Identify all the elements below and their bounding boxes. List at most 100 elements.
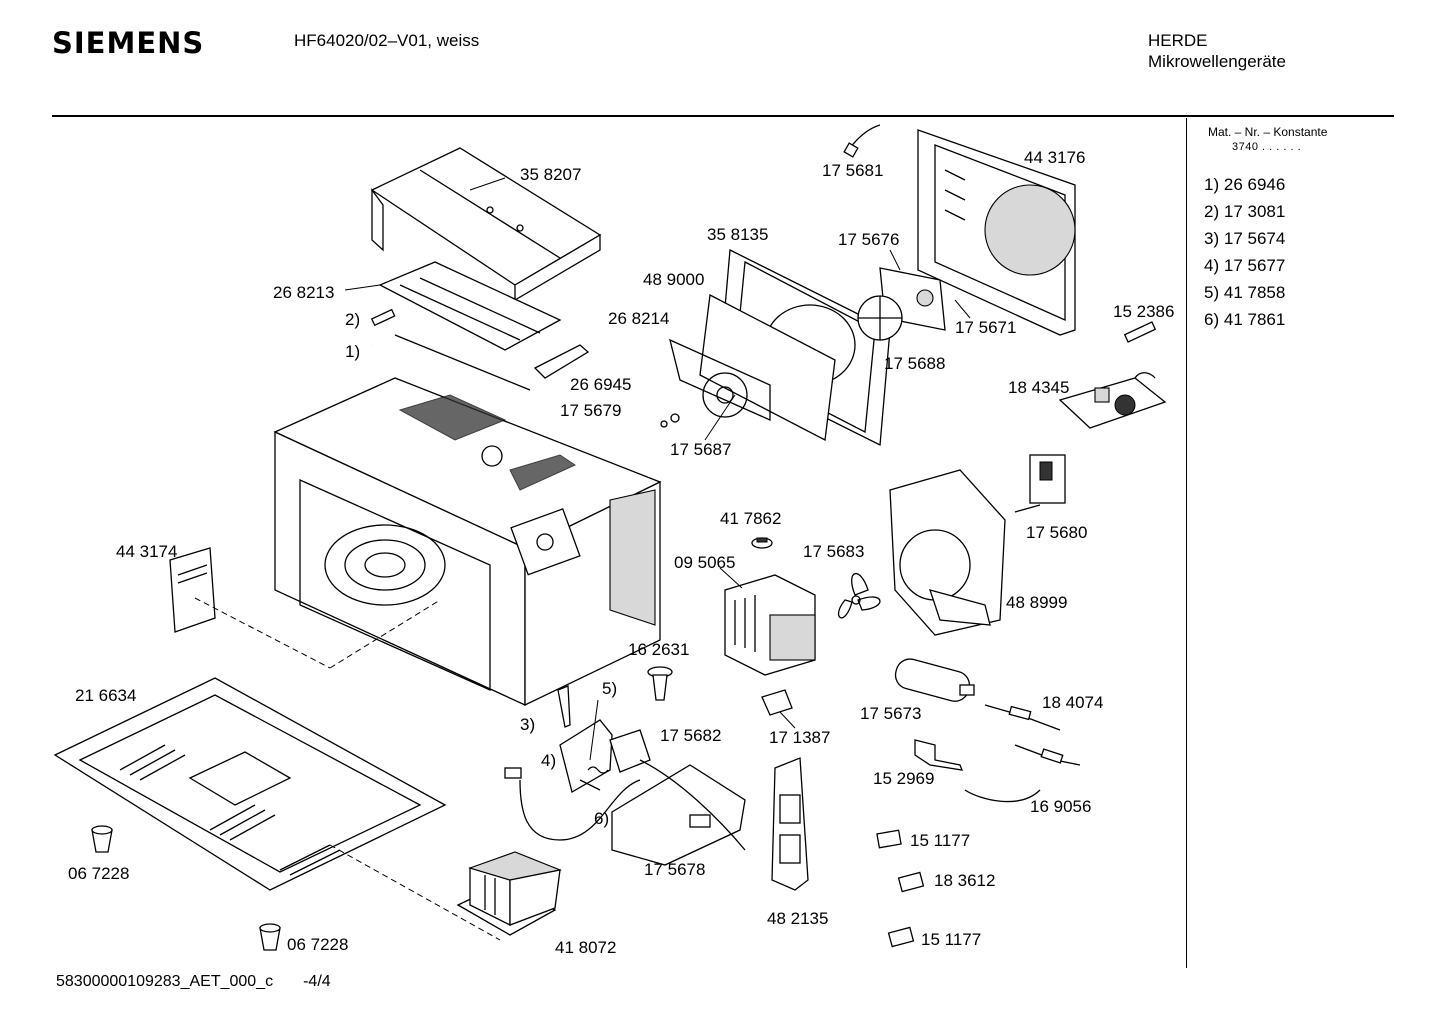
- label-17-5678: 17 5678: [644, 860, 705, 879]
- label-17-5687: 17 5687: [670, 440, 731, 459]
- oven-cavity-part: [273, 377, 662, 707]
- label-06-7228-a: 06 7228: [68, 864, 129, 883]
- list-item: 6) 41 7861: [1204, 306, 1394, 333]
- label-15-2969: 15 2969: [873, 769, 934, 788]
- ref-value: 41 7858: [1223, 283, 1286, 302]
- switch-assembly-part: [1014, 454, 1066, 513]
- label-ref-3: 3): [520, 715, 535, 734]
- small-switch-part: [876, 829, 925, 948]
- label-17-5681: 17 5681: [822, 161, 883, 180]
- label-09-5065: 09 5065: [674, 553, 735, 572]
- convection-heater-part: [660, 338, 771, 441]
- label-21-6634: 21 6634: [75, 686, 136, 705]
- footer: 58300000109283_AET_000_c -4/4: [56, 973, 361, 991]
- label-17-1387: 17 1387: [769, 728, 830, 747]
- ref-value: 17 5677: [1223, 256, 1286, 275]
- label-48-2135: 48 2135: [767, 909, 828, 928]
- timer-module-part: [857, 249, 971, 341]
- label-35-8135: 35 8135: [707, 225, 768, 244]
- label-16-2631: 16 2631: [628, 640, 689, 659]
- label-17-5676: 17 5676: [838, 230, 899, 249]
- list-item: 3) 17 5674: [1204, 225, 1394, 252]
- rear-panel-part: [917, 129, 1076, 336]
- sidebar-title: Mat. – Nr. – Konstante: [1208, 125, 1328, 139]
- label-15-1177-b: 15 1177: [921, 930, 981, 949]
- fan-blade-part: [837, 572, 881, 619]
- capacitor-part: [894, 658, 975, 702]
- label-48-8999: 48 8999: [1006, 593, 1067, 612]
- connector-part: [843, 124, 881, 158]
- ref-key: 3): [1204, 229, 1220, 248]
- heating-rod-part: [371, 334, 531, 402]
- label-18-4345: 18 4345: [1008, 378, 1069, 397]
- label-44-3174: 44 3174: [116, 542, 177, 561]
- mounting-bracket-part: [771, 757, 809, 891]
- door-lock-assembly-part: [559, 699, 651, 793]
- label-ref-2: 2): [345, 310, 360, 329]
- fan-housing-part: [889, 469, 1006, 636]
- material-constants-panel: Mat. – Nr. – Konstante 3740 . . . . . . …: [1204, 125, 1394, 333]
- ref-value: 17 5674: [1223, 229, 1286, 248]
- thermal-cutout-part: [751, 537, 773, 549]
- document-id: 58300000109283_AET_000_c: [56, 973, 274, 990]
- exploded-parts-diagram: 35 8207 26 8213 2) 1) 26 6945 17 5679 17…: [53, 124, 1174, 957]
- capacitor-bracket-part: [914, 739, 964, 771]
- magnetron-part: [719, 567, 816, 676]
- label-17-5673: 17 5673: [860, 704, 921, 723]
- cable-harness-part: [504, 759, 746, 866]
- label-ref-5: 5): [602, 679, 617, 698]
- frame-part: [699, 293, 836, 442]
- list-item: 1) 26 6946: [1204, 171, 1394, 198]
- fuse-lead-part: [964, 744, 1081, 803]
- lever-part: [557, 685, 571, 728]
- label-18-3612: 18 3612: [934, 871, 995, 890]
- label-48-9000: 48 9000: [643, 270, 704, 289]
- foot-part: [91, 825, 281, 951]
- header-divider: [52, 115, 1394, 117]
- lamp-part: [647, 666, 673, 701]
- label-26-8213: 26 8213: [273, 283, 334, 302]
- top-cover-part: [370, 147, 602, 302]
- label-26-8214: 26 8214: [608, 309, 669, 328]
- label-15-2386: 15 2386: [1113, 302, 1174, 321]
- ref-key: 1): [1204, 175, 1220, 194]
- label-41-8072: 41 8072: [555, 938, 616, 957]
- label-ref-1: 1): [345, 342, 360, 361]
- page-number: -4/4: [303, 973, 331, 990]
- fuse-part: [1123, 321, 1157, 343]
- sidebar-constant: 3740 . . . . . .: [1232, 141, 1302, 153]
- ref-key: 6): [1204, 310, 1220, 329]
- ref-key: 2): [1204, 202, 1220, 221]
- label-41-7862: 41 7862: [720, 509, 781, 528]
- micro-switch-part: [761, 689, 796, 729]
- list-item: 5) 41 7858: [1204, 279, 1394, 306]
- label-17-5671: 17 5671: [955, 318, 1016, 337]
- label-17-5688: 17 5688: [884, 354, 945, 373]
- model-number: HF64020/02–V01, weiss: [294, 31, 480, 50]
- label-15-1177-a: 15 1177: [910, 831, 970, 850]
- ref-value: 17 3081: [1223, 202, 1286, 221]
- label-ref-6: 6): [594, 809, 609, 828]
- clip-part: [370, 308, 396, 327]
- ref-key: 4): [1204, 256, 1220, 275]
- label-ref-4: 4): [541, 751, 556, 770]
- transformer-part: [456, 851, 562, 936]
- label-16-9056: 16 9056: [1030, 797, 1091, 816]
- ref-key: 5): [1204, 283, 1220, 302]
- mica-cover-part: [169, 547, 441, 669]
- label-26-6945: 26 6945: [570, 375, 631, 394]
- heater-plate-part: [344, 261, 562, 351]
- ref-value: 41 7861: [1223, 310, 1286, 329]
- ref-value: 26 6946: [1223, 175, 1286, 194]
- label-17-5680: 17 5680: [1026, 523, 1087, 542]
- label-06-7228-b: 06 7228: [287, 935, 348, 954]
- category-line1: HERDE: [1148, 31, 1208, 50]
- list-item: 2) 17 3081: [1204, 198, 1394, 225]
- label-44-3176: 44 3176: [1024, 148, 1085, 167]
- base-plate-part: [53, 677, 501, 941]
- circuit-board-part: [1058, 372, 1167, 429]
- label-17-5679: 17 5679: [560, 401, 621, 420]
- label-18-4074: 18 4074: [1042, 693, 1103, 712]
- label-17-5682: 17 5682: [660, 726, 721, 745]
- bracket-part: [533, 344, 590, 379]
